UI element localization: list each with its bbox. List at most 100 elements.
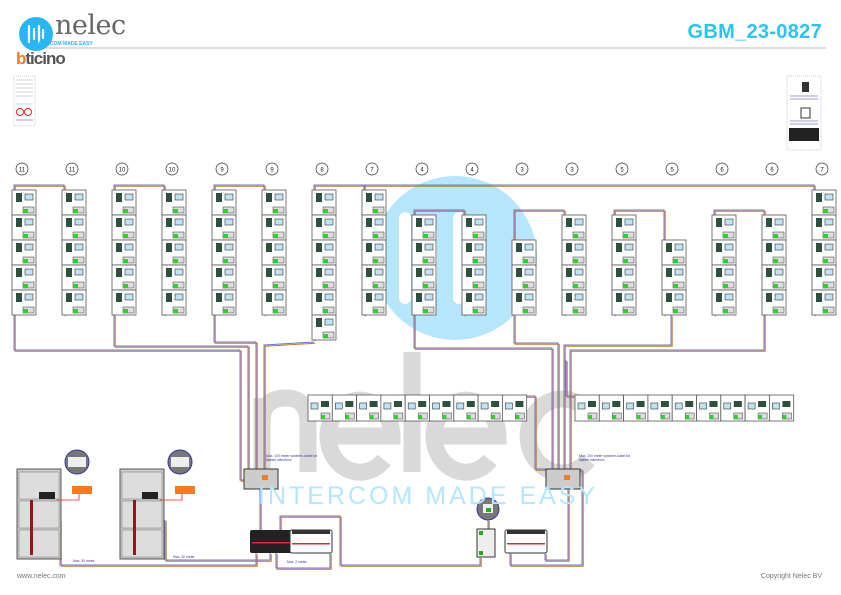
wire-brown <box>264 342 316 471</box>
footer-website[interactable]: www.nelec.com <box>17 573 66 580</box>
terminal-green-icon <box>473 234 478 238</box>
terminal-green-icon <box>23 309 28 313</box>
door-station-module-icon <box>616 243 622 252</box>
videophone-screen-icon <box>274 218 284 226</box>
door-station-module-icon <box>566 293 572 302</box>
door-station-module-icon <box>716 218 722 227</box>
videophone-screen-icon <box>505 402 513 410</box>
videophone-screen-icon <box>524 268 534 276</box>
terminal-green-icon <box>173 309 178 313</box>
videophone-screen-icon <box>383 402 392 410</box>
door-station-module-icon <box>466 268 472 277</box>
riser-column <box>61 189 87 316</box>
wire-brown <box>514 316 560 471</box>
power-supply-rack <box>119 449 195 560</box>
videophone-screen-icon <box>524 293 534 301</box>
floor-label: 11 <box>19 168 26 174</box>
terminal-green-icon <box>823 259 828 263</box>
door-station-module-icon <box>266 243 272 252</box>
videophone-screen-icon <box>574 293 584 301</box>
terminal-green-icon <box>823 309 828 313</box>
door-station-module-icon <box>316 293 322 302</box>
door-station-module-icon <box>66 218 72 227</box>
videophone-screen-icon <box>24 218 34 226</box>
terminal-green-icon <box>223 209 228 213</box>
watermark-tagline: INTERCOM MADE EASY <box>258 482 599 510</box>
riser-column <box>411 214 437 316</box>
floor-label-circle <box>815 162 829 176</box>
magnifier-terminal <box>171 457 189 467</box>
videophone-screen-icon <box>324 318 334 326</box>
rack-module <box>18 500 60 529</box>
distributor-right <box>545 468 581 490</box>
system-controller-left-black <box>250 530 292 553</box>
distributor-left <box>243 468 279 490</box>
terminal-green-icon <box>373 259 378 263</box>
riser-column <box>211 189 237 316</box>
floor-label: 4 <box>470 168 474 174</box>
terminal-green-icon <box>523 259 528 263</box>
terminal-green-icon <box>515 415 520 419</box>
door-station-module-icon <box>566 218 572 227</box>
door-station-module-icon <box>16 293 22 302</box>
wire-brown <box>276 554 332 570</box>
system-controller-right-white <box>504 529 548 554</box>
terminal-green-icon <box>323 309 328 313</box>
terminal-green-icon <box>273 284 278 288</box>
videophone-screen-icon <box>774 268 784 276</box>
floor-label: 8 <box>320 168 324 174</box>
riser-column <box>261 189 287 316</box>
floor-label-circle <box>715 162 729 176</box>
door-station-module-icon <box>166 193 172 202</box>
door-station-module-icon <box>666 243 672 252</box>
floor-label-circle <box>365 162 379 176</box>
riser-column <box>561 214 587 316</box>
wire-blue <box>275 553 331 569</box>
door-station-module-icon <box>316 193 322 202</box>
door-station-module-icon <box>709 401 718 407</box>
legend-box-left <box>13 75 36 127</box>
terminal-green-icon <box>423 284 428 288</box>
videophone-screen-icon <box>174 218 184 226</box>
note-cable-2: Max. 30 meter <box>173 555 195 559</box>
floor-label: 7 <box>820 168 824 174</box>
door-station-module-icon <box>266 193 272 202</box>
power-wire-red <box>57 494 80 501</box>
wire-blue <box>413 315 553 469</box>
videophone-screen-icon <box>124 218 134 226</box>
door-station-module-icon <box>616 218 622 227</box>
wire-brown <box>564 316 673 471</box>
terminal-green-icon <box>466 415 471 419</box>
terminal-green-icon <box>623 234 628 238</box>
door-station-module-icon <box>166 218 172 227</box>
door-station-module-icon <box>616 268 622 277</box>
videophone-screen-icon <box>324 293 334 301</box>
floor-label: 7 <box>370 168 374 174</box>
terminal-green-icon <box>173 284 178 288</box>
door-station-module-icon <box>216 243 222 252</box>
power-supply-rack <box>16 449 92 560</box>
wire-brown <box>510 470 584 567</box>
terminal-green-icon <box>573 234 578 238</box>
videophone-screen-icon <box>824 243 834 251</box>
videophone-screen-icon <box>407 402 416 410</box>
videophone-screen-icon <box>574 268 584 276</box>
door-station-module-icon <box>16 243 22 252</box>
terminal-green-icon <box>823 234 828 238</box>
terminal-green-icon <box>223 309 228 313</box>
videophone-screen-icon <box>224 293 234 301</box>
terminal-green-icon <box>588 415 592 419</box>
videophone-screen-icon <box>824 218 834 226</box>
riser-column <box>811 189 837 316</box>
terminal-green-icon <box>73 209 78 213</box>
videophone-screen-icon <box>747 402 756 410</box>
videophone-screen-icon <box>424 268 434 276</box>
note-cable-3: Max. 2 meter <box>287 560 307 564</box>
wire-blue <box>113 315 249 469</box>
floor-label-circle <box>265 162 279 176</box>
videophone-screen-icon <box>624 218 634 226</box>
terminal-green-icon <box>123 209 128 213</box>
terminal-green-icon <box>723 309 728 313</box>
terminal-green-icon <box>673 309 678 313</box>
videophone-screen-icon <box>74 193 84 201</box>
